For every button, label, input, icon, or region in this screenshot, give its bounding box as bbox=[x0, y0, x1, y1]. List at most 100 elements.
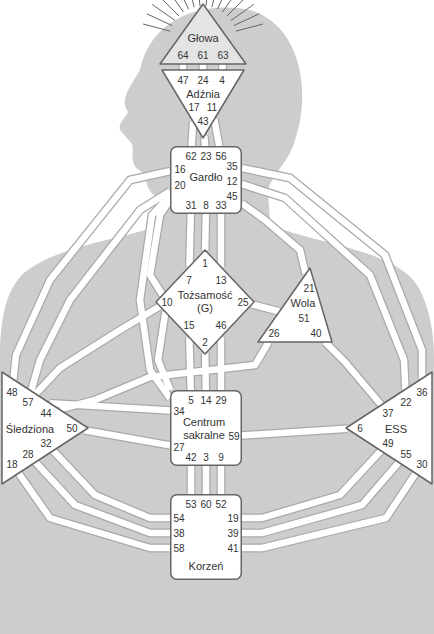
channel bbox=[189, 337, 190, 390]
channel-outline bbox=[218, 64, 227, 70]
gate-number: 6 bbox=[357, 422, 363, 435]
channel bbox=[242, 203, 306, 274]
channel bbox=[325, 342, 381, 405]
channel bbox=[242, 429, 347, 436]
center-fill bbox=[162, 70, 244, 138]
body-silhouette bbox=[0, 8, 434, 634]
gate-number: 27 bbox=[173, 441, 184, 454]
channel bbox=[242, 473, 416, 548]
gate-number: 53 bbox=[185, 498, 196, 511]
gate-number: 7 bbox=[186, 274, 192, 287]
channel-outline bbox=[252, 304, 280, 311]
gate-number: 58 bbox=[173, 542, 184, 555]
center-fill bbox=[171, 147, 242, 214]
gate-number: 15 bbox=[183, 319, 194, 332]
gate-number: 26 bbox=[268, 327, 279, 340]
gate-number: 46 bbox=[215, 319, 226, 332]
center-fill bbox=[2, 372, 88, 484]
channel-band bbox=[242, 429, 347, 436]
channel bbox=[189, 214, 190, 267]
center-fill bbox=[171, 391, 242, 466]
channel-band bbox=[219, 64, 226, 70]
gate-number: 9 bbox=[218, 451, 224, 464]
gate-number: 20 bbox=[174, 179, 185, 192]
channel-band bbox=[214, 119, 219, 146]
ray-line bbox=[177, 0, 189, 9]
center-name: Gardło bbox=[189, 171, 222, 184]
channel-outline bbox=[325, 342, 381, 405]
gate-number: 33 bbox=[215, 199, 226, 212]
esp-center: 3622376ESS495530 bbox=[346, 372, 432, 484]
gate-number: 16 bbox=[174, 163, 185, 176]
gate-number: 29 bbox=[215, 394, 226, 407]
center-name: Korzeń bbox=[189, 560, 224, 573]
ray-line bbox=[152, 4, 175, 20]
gate-number: 3 bbox=[203, 451, 209, 464]
gate-number: 13 bbox=[215, 274, 226, 287]
sacral-center: 5142934Centrum sakralne59274239 bbox=[170, 390, 242, 466]
gate-number: 23 bbox=[200, 150, 211, 163]
channel-outline bbox=[187, 466, 196, 494]
center-fill bbox=[160, 4, 246, 64]
center-name: Tożsamość (G) bbox=[175, 289, 235, 315]
channel-outline bbox=[53, 451, 170, 518]
channel-band bbox=[189, 214, 190, 267]
channel-band bbox=[192, 122, 194, 146]
channel-band bbox=[252, 304, 280, 311]
gate-number: 18 bbox=[6, 458, 17, 471]
ray-line bbox=[227, 0, 247, 16]
channel bbox=[191, 466, 192, 494]
gate-number: 21 bbox=[303, 282, 314, 295]
channel-outlines bbox=[13, 64, 422, 548]
channel-band bbox=[203, 466, 210, 494]
channel-band bbox=[50, 403, 170, 410]
channel-band bbox=[202, 214, 209, 250]
gate-number: 38 bbox=[173, 527, 184, 540]
channels bbox=[13, 64, 422, 548]
gate-number: 17 bbox=[188, 101, 199, 114]
ray-line bbox=[198, 0, 200, 6]
gate-number: 57 bbox=[22, 396, 33, 409]
gate-number: 30 bbox=[416, 458, 427, 471]
ray-line bbox=[159, 0, 179, 16]
gate-number: 41 bbox=[227, 542, 238, 555]
gate-number: 48 bbox=[6, 386, 17, 399]
gate-number: 63 bbox=[217, 49, 228, 62]
channel bbox=[31, 191, 170, 391]
channel bbox=[214, 119, 219, 146]
channel bbox=[192, 122, 194, 146]
gate-number: 25 bbox=[237, 296, 248, 309]
center-name: Centrum sakralne bbox=[181, 416, 227, 442]
gate-number: 49 bbox=[382, 437, 393, 450]
channel-outline bbox=[179, 64, 188, 70]
channel-outline bbox=[200, 136, 210, 146]
ray-line bbox=[212, 0, 219, 7]
channel-band bbox=[188, 466, 195, 494]
channel-outline bbox=[242, 429, 347, 436]
center-name: Śledziona bbox=[6, 423, 54, 436]
gate-number: 52 bbox=[215, 498, 226, 511]
gate-number: 12 bbox=[226, 175, 237, 188]
gate-number: 56 bbox=[215, 150, 226, 163]
gate-number: 43 bbox=[197, 115, 208, 128]
channel bbox=[206, 466, 207, 494]
gate-number: 1 bbox=[202, 257, 208, 270]
center-fill bbox=[346, 372, 432, 484]
ray-line bbox=[206, 0, 208, 6]
channel bbox=[252, 304, 280, 311]
gate-number: 62 bbox=[185, 150, 196, 163]
gate-number: 44 bbox=[40, 407, 51, 420]
channel-band bbox=[180, 64, 187, 70]
channel-band bbox=[19, 473, 171, 548]
gate-number: 14 bbox=[200, 394, 211, 407]
channel-outline bbox=[189, 214, 190, 267]
ray-line bbox=[223, 0, 239, 12]
gate-number: 36 bbox=[416, 386, 427, 399]
gate-number: 4 bbox=[219, 74, 225, 87]
channel-outline bbox=[242, 473, 416, 548]
gate-number: 28 bbox=[22, 448, 33, 461]
gate-number: 50 bbox=[66, 422, 77, 435]
center-fill bbox=[156, 250, 254, 354]
center-name: Wola bbox=[291, 297, 316, 310]
channel-outline bbox=[214, 119, 219, 146]
